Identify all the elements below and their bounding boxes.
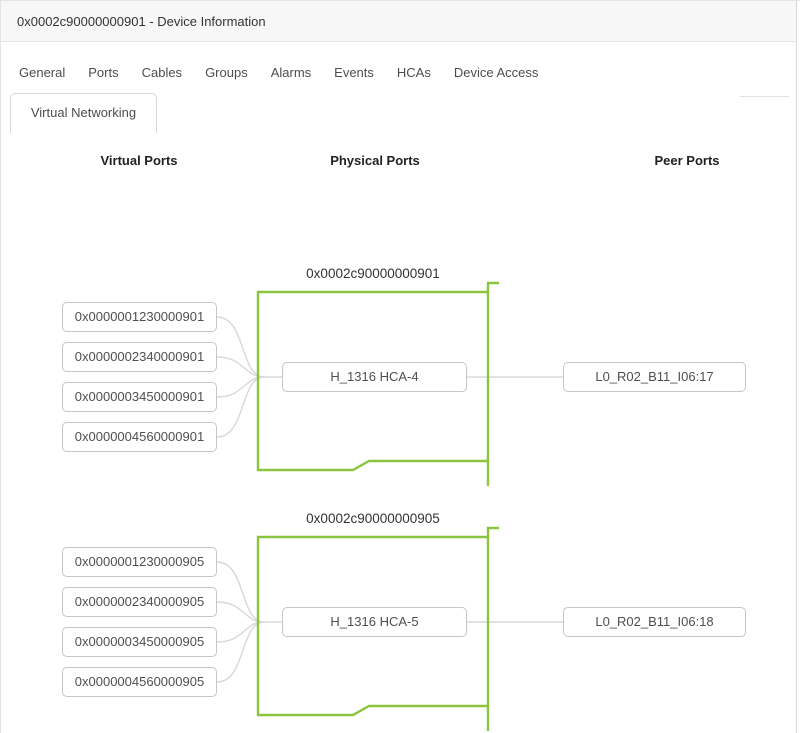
virtual-port-box[interactable]: 0x0000004560000905: [62, 667, 217, 697]
tab-groups[interactable]: Groups: [205, 65, 248, 80]
device-guid-label: 0x0002c90000000901: [306, 266, 440, 281]
column-header-physical-ports: Physical Ports: [330, 153, 420, 168]
virtual-port-box[interactable]: 0x0000002340000901: [62, 342, 217, 372]
tab-cables[interactable]: Cables: [141, 65, 183, 80]
tab-alarms[interactable]: Alarms: [270, 65, 312, 80]
column-header-virtual-ports: Virtual Ports: [100, 153, 178, 168]
virtual-port-box[interactable]: 0x0000003450000905: [62, 627, 217, 657]
column-header-peer-ports: Peer Ports: [654, 153, 720, 168]
physical-port-box[interactable]: H_1316 HCA-5: [282, 607, 467, 637]
window-title: 0x0002c90000000901 - Device Information: [1, 1, 796, 42]
peer-port-box[interactable]: L0_R02_B11_I06:18: [563, 607, 746, 637]
tab-device-access[interactable]: Device Access: [453, 65, 539, 80]
tab-hcas[interactable]: HCAs: [396, 65, 431, 80]
content-edge-line: [740, 96, 789, 97]
tab-events[interactable]: Events: [334, 65, 374, 80]
panel-top-border: [0, 0, 800, 1]
virtual-port-box[interactable]: 0x0000001230000901: [62, 302, 217, 332]
virtual-port-box[interactable]: 0x0000001230000905: [62, 547, 217, 577]
tab-virtual-networking-active[interactable]: Virtual Networking: [10, 93, 157, 133]
tab-bar: General Ports Cables Groups Alarms Event…: [19, 65, 538, 80]
tab-ports[interactable]: Ports: [88, 65, 119, 80]
virtual-port-box[interactable]: 0x0000004560000901: [62, 422, 217, 452]
virtual-port-box[interactable]: 0x0000002340000905: [62, 587, 217, 617]
peer-port-box[interactable]: L0_R02_B11_I06:17: [563, 362, 746, 392]
device-guid-label: 0x0002c90000000905: [306, 511, 440, 526]
virtual-port-box[interactable]: 0x0000003450000901: [62, 382, 217, 412]
panel-left-border: [0, 0, 1, 733]
tab-general[interactable]: General: [19, 65, 66, 80]
physical-port-box[interactable]: H_1316 HCA-4: [282, 362, 467, 392]
panel-right-border: [796, 0, 797, 733]
